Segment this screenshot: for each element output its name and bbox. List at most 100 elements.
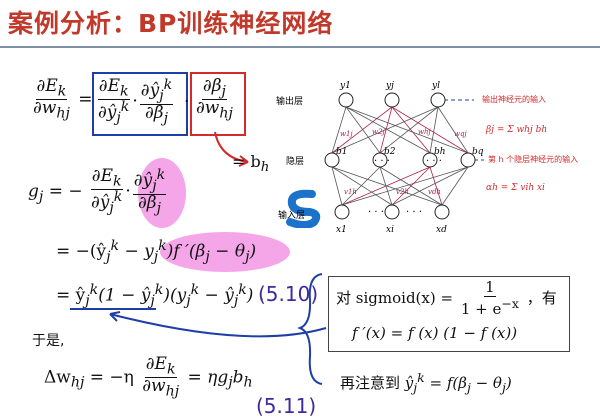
sigmoid-line: 对 sigmoid(x) = 1 1 + e−x ，有	[336, 279, 557, 318]
hidden-node-label: bh	[434, 147, 446, 157]
red-num: ∂β	[202, 76, 222, 96]
edge-hidden-output	[391, 106, 469, 154]
blue-b-num-sub: j	[159, 88, 164, 105]
edge-hidden-output	[345, 106, 431, 154]
dot-2: ·	[184, 92, 190, 112]
red-box	[190, 72, 246, 136]
gj-frac-a-den-sub: j	[109, 200, 114, 217]
weight-bottom-label: v1h	[344, 188, 357, 196]
dw-frac-den: ∂w	[142, 376, 166, 397]
gj-l3-sup2: k	[154, 282, 164, 298]
blue-b-num-sup: k	[163, 77, 173, 93]
delta-w-mid-sub: j	[228, 374, 233, 391]
gj-frac-a-num-sub: k	[113, 173, 122, 190]
output-node	[430, 92, 446, 108]
title-divider	[0, 46, 600, 48]
slide-title: 案例分析：BP训练神经网络	[8, 9, 334, 38]
brace-icon	[297, 273, 323, 385]
gj-frac-b-num-sub: j	[152, 178, 157, 195]
sigmoid-note-box	[328, 276, 570, 352]
blue-b-den: ∂β	[144, 102, 164, 123]
zaizhu-line: 再注意到 ŷjk = f(βj − θj)	[340, 370, 512, 395]
gj-l2-b: − y	[119, 241, 154, 262]
ann-hidden-formula: αh = Σ vih xi	[486, 183, 545, 193]
edge-hidden-output	[331, 106, 393, 154]
gj-l3-sup4: k	[238, 282, 247, 298]
input-node	[434, 204, 450, 220]
weight-bottom-label: vdh	[428, 188, 441, 196]
gj-frac-b-den: ∂β	[137, 192, 157, 213]
blue-b-num: ∂ŷ	[140, 80, 160, 101]
gj-frac-b: ∂ŷjk ∂βj	[132, 168, 167, 217]
edge-hidden-output	[391, 106, 431, 154]
sigmoid-frac-den-sup: −x	[501, 295, 519, 311]
gj-l2-sub1: j	[106, 249, 111, 266]
edge-input-hidden	[441, 166, 469, 206]
edge-hidden-output	[437, 106, 469, 154]
hidden-node-label: b1	[336, 147, 348, 157]
edge-input-hidden	[331, 166, 393, 206]
hidden-node	[324, 152, 340, 168]
zaizhu-f4: )	[505, 374, 512, 392]
input-node-label: xd	[436, 225, 447, 235]
chain-rule-formula: ∂Ek ∂whj =	[30, 77, 93, 122]
delta-w-mid: = ηg	[187, 367, 229, 388]
blue-underline	[70, 308, 156, 310]
gj-frac-a-den: ∂ŷ	[91, 192, 110, 213]
edge-hidden-output	[345, 106, 469, 154]
delta-w-eq: = −η	[89, 367, 134, 388]
gj-frac-a: ∂Ek ∂ŷjk	[90, 167, 123, 217]
blue-b-den-sub: j	[163, 110, 168, 127]
hidden-node	[372, 152, 388, 168]
weight-top-label: w1j	[340, 130, 353, 138]
hidden-node	[422, 152, 438, 168]
fprime-line: f ′(x) = f (x) (1 − f (x))	[352, 324, 518, 342]
gj-l2-sub4: j	[245, 249, 250, 266]
gj-frac-b-den-sub: j	[156, 200, 161, 217]
label-hidden-layer: 隐层	[286, 155, 304, 167]
edge-hidden-output	[345, 106, 381, 154]
ann-hidden-label: 第 h 个隐层神经元的输入	[488, 154, 578, 164]
edge-hidden-output	[379, 106, 393, 154]
gj-l3-sub1: j	[85, 293, 90, 310]
gj-l2-a: = −(ŷ	[56, 241, 107, 262]
equation-number-5-11: (5.11)	[256, 394, 317, 418]
gj-l3-a: = ŷ	[56, 285, 86, 306]
red-den-sub: hj	[219, 105, 233, 122]
blue-a-num: ∂E	[98, 76, 120, 96]
red-box-content: ∂βj ∂whj	[193, 76, 236, 122]
red-result: = bh	[232, 152, 269, 175]
gj-l2-e: )	[249, 241, 257, 262]
ann-output-formula: βj = Σ whj bh	[485, 125, 547, 135]
delta-w-b-sub: h	[243, 374, 253, 391]
delta-w-formula: Δwhj = −η ∂Ek ∂whj = ηgjbh	[44, 355, 253, 400]
hidden-ellipsis-2: · · ·	[426, 156, 442, 167]
gj-symbol: g	[28, 181, 39, 202]
input-node	[384, 204, 400, 220]
red-result-sub: h	[260, 160, 270, 176]
blue-frac-a: ∂Ek ∂ŷjk	[97, 76, 130, 126]
zaizhu-sup1: k	[417, 370, 425, 385]
weight-top-label: w2j	[372, 128, 385, 136]
zaizhu-f2: = f(β	[424, 374, 467, 392]
equals-sign: =	[78, 89, 93, 110]
dot-1: ·	[132, 91, 138, 112]
lhs-den: ∂w	[33, 98, 57, 119]
output-node-label: yj	[385, 81, 394, 91]
blue-box-content: ∂Ek ∂ŷjk · ∂ŷjk ∂βj	[95, 76, 175, 127]
gj-equals: = −	[48, 181, 83, 202]
weight-top-label: whj	[418, 128, 432, 136]
gj-l2-sub2: j	[153, 249, 159, 266]
blue-a-num-sub: k	[120, 83, 129, 100]
gj-line-2: = −(ŷjk − yjk)f ′(βj − θj)	[56, 238, 256, 265]
zaizhu-f3: − θ	[470, 374, 502, 392]
zaizhu-sub1: j	[413, 380, 418, 395]
weight-bottom-label: v2h	[396, 188, 409, 196]
delta-w-lhs: Δw	[44, 367, 71, 388]
gj-l3-sub4: j	[233, 293, 239, 310]
edge-input-hidden	[331, 166, 343, 206]
edge-input-hidden	[429, 166, 443, 206]
equation-number-5-10: (5.10)	[258, 282, 319, 306]
logo-s-icon	[286, 189, 321, 228]
